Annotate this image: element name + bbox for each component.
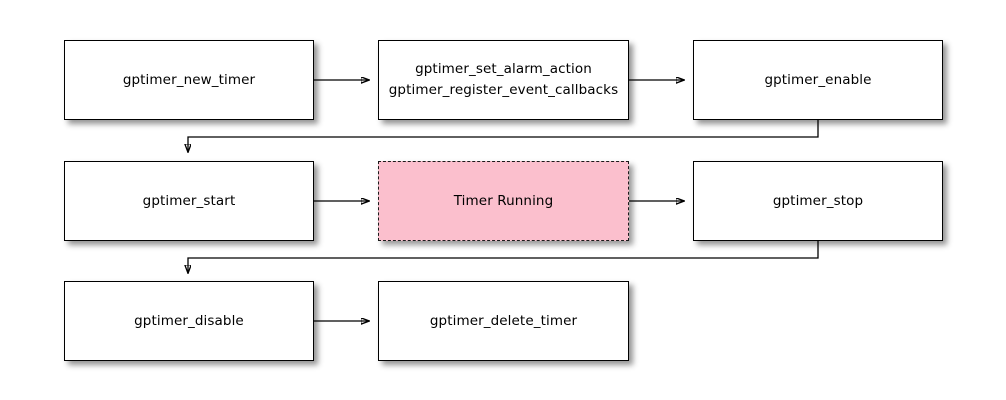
node-gptimer-delete-timer[interactable]: gptimer_delete_timer	[378, 281, 629, 361]
node-label: gptimer_enable	[764, 71, 872, 88]
node-label: gptimer_delete_timer	[429, 312, 578, 329]
node-gptimer-enable[interactable]: gptimer_enable	[693, 40, 943, 120]
node-label: gptimer_new_timer	[122, 71, 256, 88]
node-label: Timer Running	[453, 192, 554, 209]
node-gptimer-start[interactable]: gptimer_start	[64, 161, 314, 241]
node-label: gptimer_stop	[772, 192, 864, 209]
node-gptimer-new-timer[interactable]: gptimer_new_timer	[64, 40, 314, 120]
node-label: gptimer_disable	[134, 312, 244, 329]
node-label: gptimer_start	[142, 192, 236, 209]
node-gptimer-stop[interactable]: gptimer_stop	[693, 161, 943, 241]
edge-stop-to-disable	[188, 241, 819, 273]
node-label-line-2: gptimer_register_event_callbacks	[388, 82, 619, 98]
node-timer-running[interactable]: Timer Running	[378, 161, 629, 241]
node-gptimer-configure[interactable]: gptimer_set_alarm_action gptimer_registe…	[378, 40, 629, 120]
edge-enable-to-start	[188, 120, 819, 152]
node-gptimer-disable[interactable]: gptimer_disable	[64, 281, 314, 361]
node-label-line-1: gptimer_set_alarm_action	[415, 61, 592, 78]
